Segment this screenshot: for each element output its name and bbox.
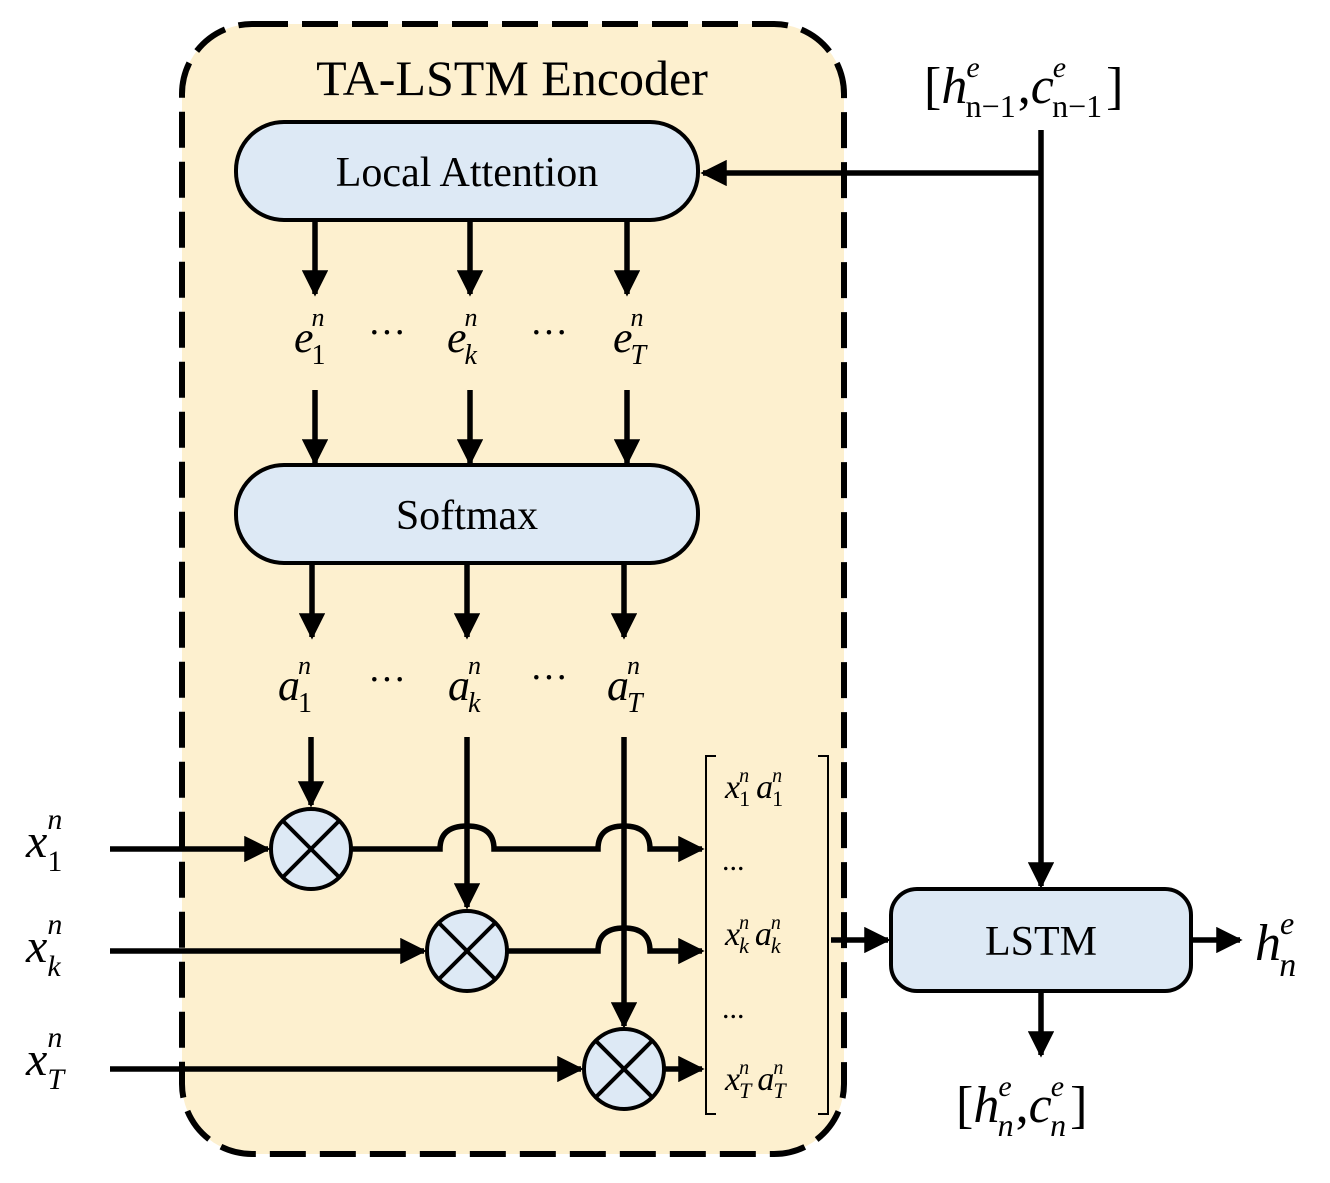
product-line-1 — [352, 823, 705, 863]
attention-to-e-arrows — [301, 222, 641, 297]
input-arrows — [110, 835, 584, 1083]
softmax-to-a-arrows — [298, 565, 638, 640]
weight-to-multiplier-lines — [297, 737, 638, 1029]
previous-state-path — [700, 130, 1055, 889]
softmax-block: Softmax — [234, 463, 700, 565]
e-to-softmax-arrows — [301, 390, 641, 466]
ellipsis: ··· — [530, 657, 568, 699]
encoder-title: TA-LSTM Encoder — [316, 50, 708, 106]
local-attention-box — [234, 120, 700, 222]
local-attention-block: Local Attention — [234, 120, 700, 222]
multiply-icon — [425, 909, 509, 993]
vector-dots: ... — [722, 992, 745, 1025]
lstm-output-arrows — [1027, 926, 1243, 1058]
ellipsis: ··· — [368, 312, 406, 354]
vector-bracket-left — [705, 755, 716, 1115]
multiply-icon — [269, 807, 353, 891]
ellipsis: ··· — [530, 312, 568, 354]
vector-dots: ... — [722, 844, 745, 877]
lstm-label: LSTM — [985, 919, 1097, 965]
vector-bracket-right — [818, 755, 829, 1115]
lstm-block: LSTM — [889, 887, 1193, 993]
product-lines — [352, 823, 705, 1083]
local-attention-label: Local Attention — [336, 150, 598, 196]
multipliers — [269, 807, 666, 1111]
softmax-label: Softmax — [396, 493, 538, 539]
multiply-icon — [582, 1027, 666, 1111]
product-line-k — [508, 925, 705, 965]
encoder-container — [179, 21, 847, 1157]
ellipsis: ··· — [368, 659, 406, 701]
